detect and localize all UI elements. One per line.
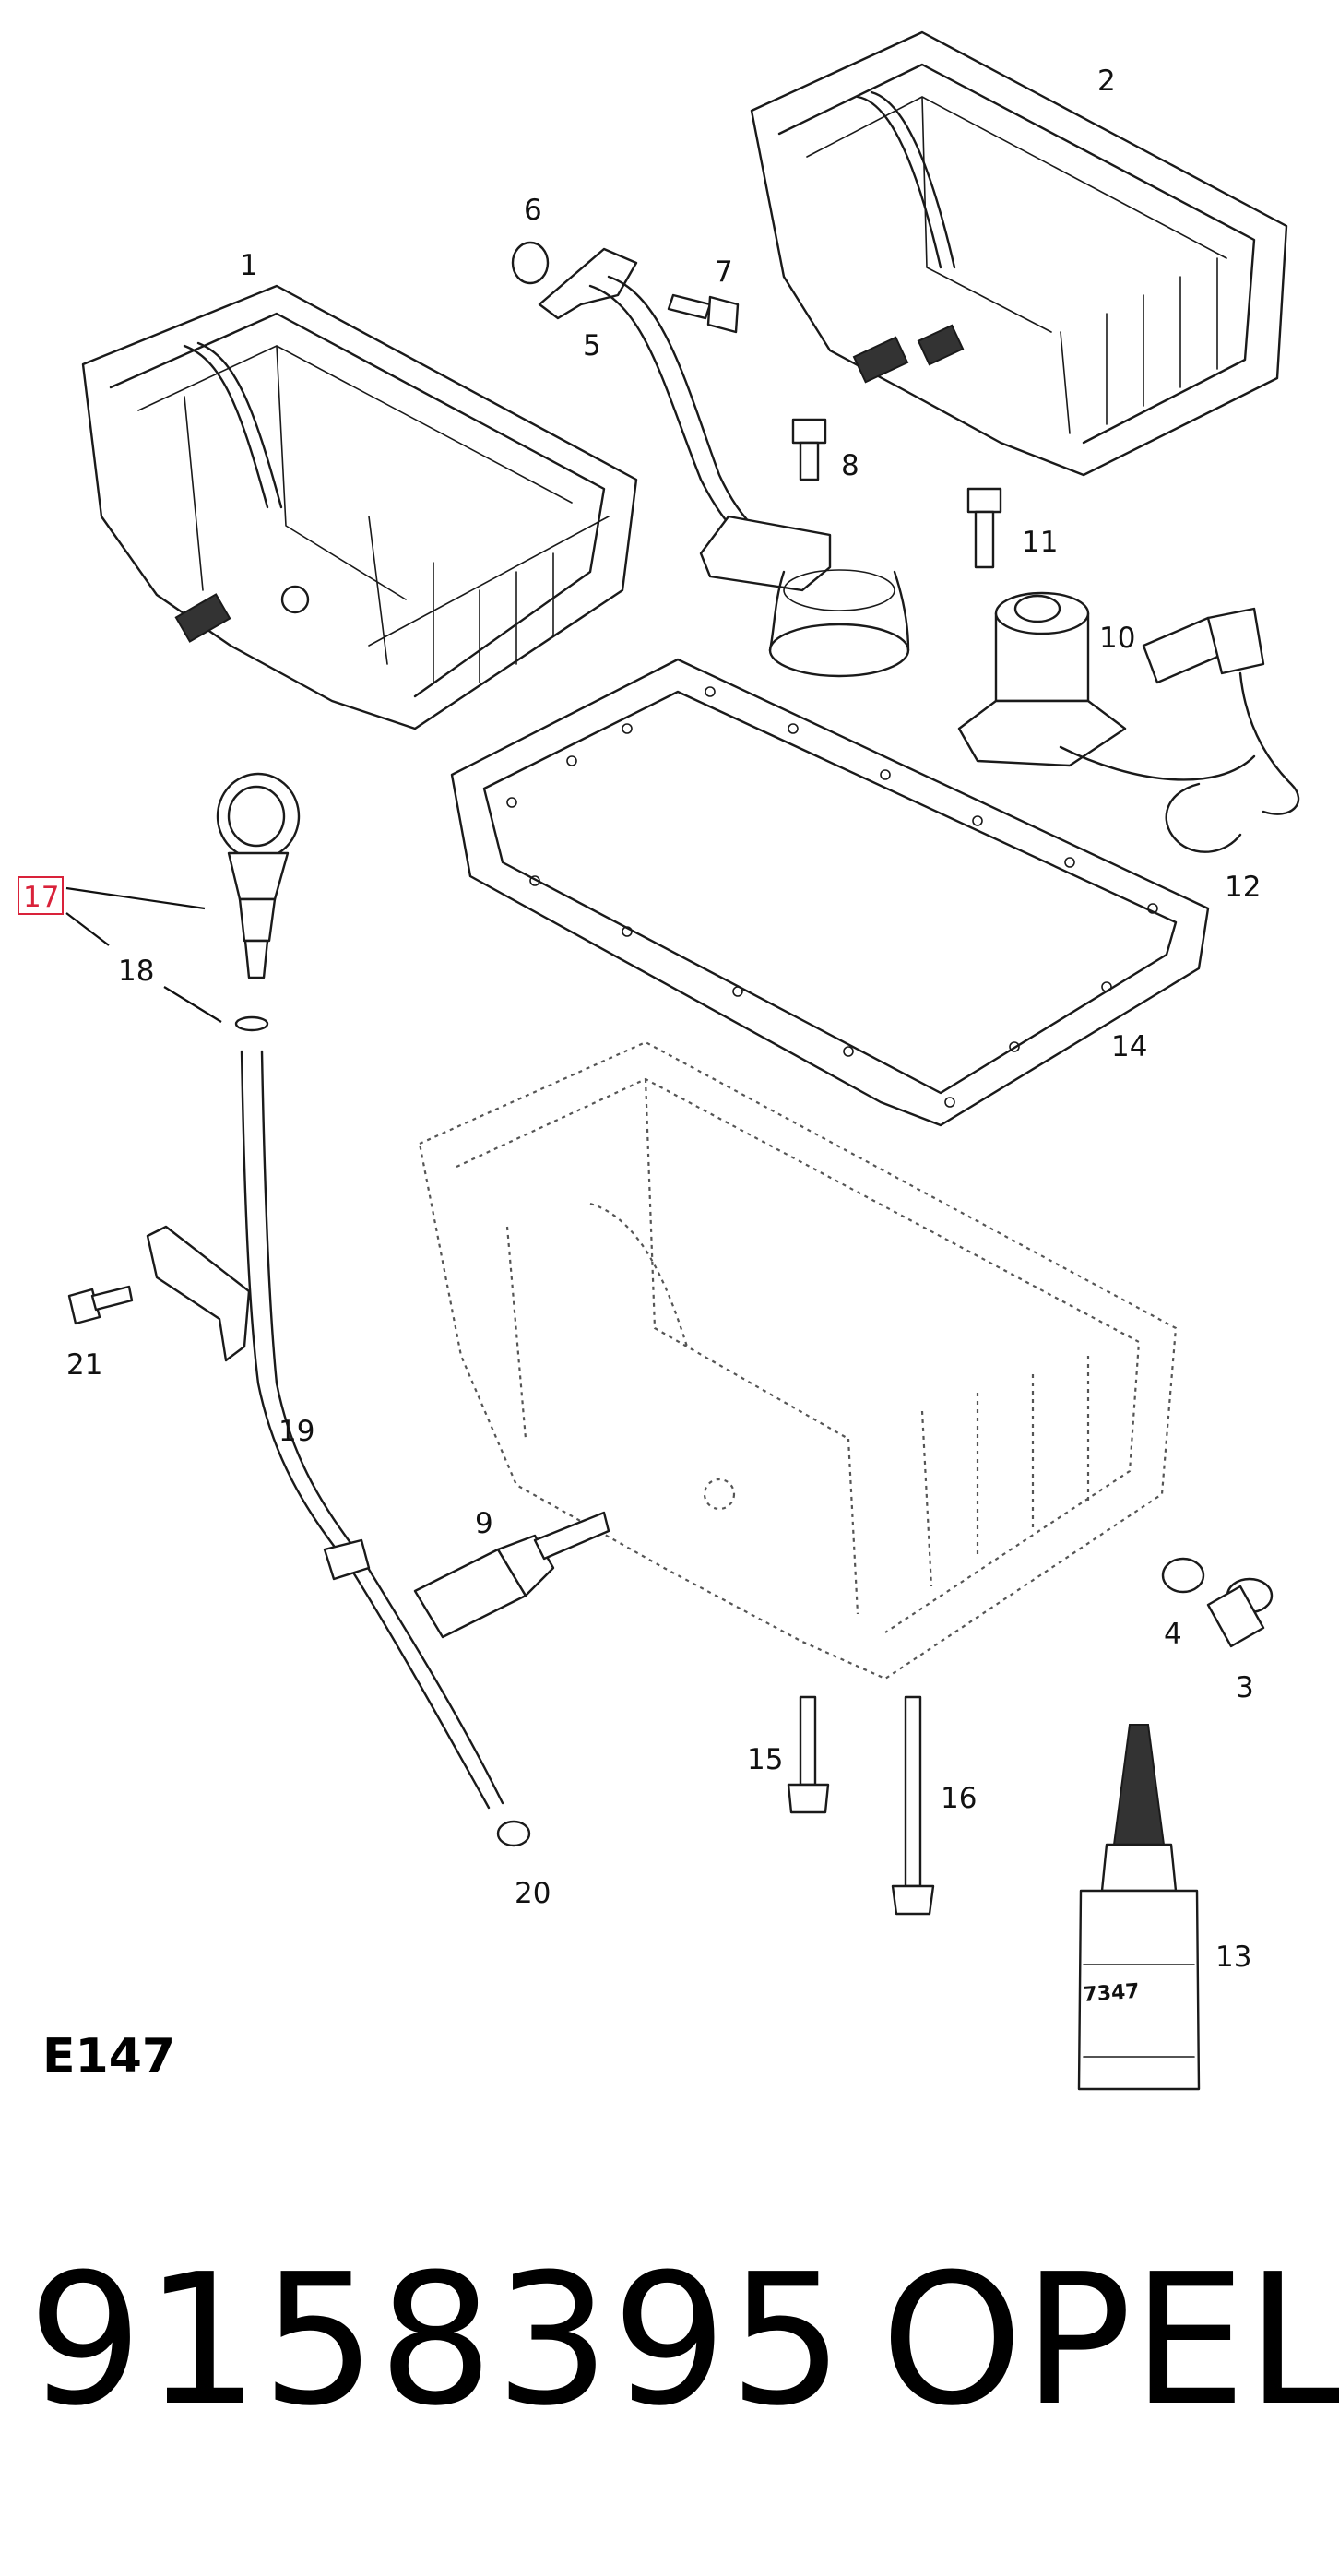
callout-10: 10 [1099,622,1135,655]
callout-17-highlight [18,876,64,915]
gasket-14 [450,658,1210,1127]
dipstick-handle-17 [216,772,301,979]
o-ring-6 [511,241,550,285]
oil-pressure-switch-9 [413,1511,610,1639]
callout-21: 21 [66,1348,102,1382]
callout-3: 3 [1236,1671,1254,1704]
callout-6: 6 [524,194,542,227]
callout-13: 13 [1215,1941,1251,1974]
seal-ring-20 [496,1820,531,1847]
oil-pan-2 [750,30,1288,477]
callout-leaders [65,886,222,1023]
callout-11: 11 [1022,526,1058,559]
callout-4: 4 [1164,1618,1182,1651]
brand-name: OPEL [881,2236,1339,2446]
bolt-16 [891,1695,935,1916]
sealant-bottle-13: 7347 [1077,1724,1201,2091]
oil-level-sensor-10 [957,591,1300,815]
callout-19: 19 [278,1415,314,1448]
seal-ring-4 [1161,1557,1205,1594]
callout-2: 2 [1097,65,1116,98]
diagram-code: E147 [42,2029,176,2084]
oil-pickup-pipe-5 [538,247,910,678]
clip-12 [1165,782,1242,853]
callout-12: 12 [1225,871,1261,904]
oil-pan-outline-dashed [418,1040,1178,1680]
callout-16: 16 [941,1782,977,1815]
callout-7: 7 [715,255,733,289]
callout-labels: 1 2 3 4 5 6 7 8 9 10 11 12 13 14 15 16 1… [18,65,1261,1974]
drain-plug-3 [1206,1577,1274,1648]
callout-14: 14 [1111,1030,1147,1063]
callout-17: 17 [23,881,59,914]
bolt-8 [791,418,827,481]
gasket-bolt-holes [506,686,1158,1108]
oil-pan-1 [81,284,638,730]
bolt-11 [966,487,1002,569]
dipstick-tube-19 [146,1050,504,1810]
part-number: 9158395 [28,2236,846,2446]
callout-20: 20 [515,1877,551,1910]
callout-9: 9 [475,1507,493,1540]
o-ring-18 [234,1015,269,1032]
callout-8: 8 [841,449,859,482]
svg-text:7347: 7347 [1083,1980,1141,2007]
callout-18: 18 [118,955,154,988]
bolt-21 [67,1285,134,1325]
callout-15: 15 [747,1743,783,1776]
bolt-7 [667,293,740,334]
callout-5: 5 [583,329,601,362]
bolt-15 [787,1695,830,1814]
callout-1: 1 [240,249,258,282]
